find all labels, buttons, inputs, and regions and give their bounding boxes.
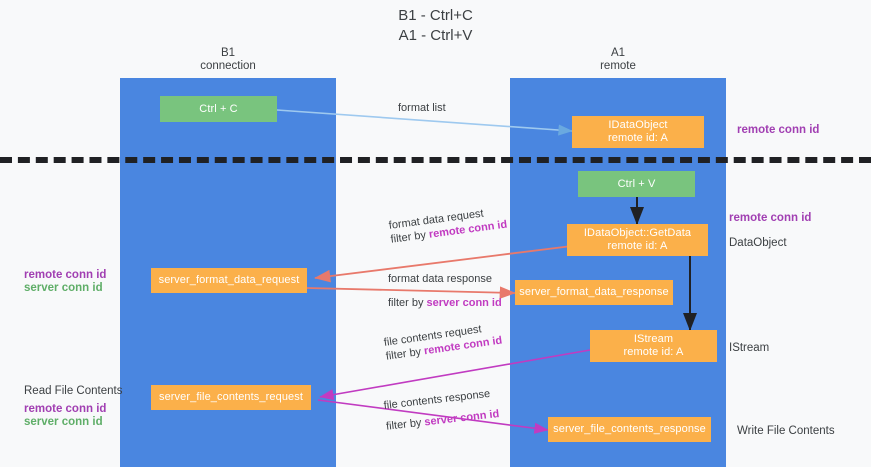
column-caption-b1: B1 connection (200, 47, 256, 72)
annotation-dataobject: DataObject (729, 237, 787, 249)
annotation-left-server-conn-id: server conn id (24, 282, 103, 294)
edge-label-format-data-response: format data response (388, 273, 492, 285)
annotation-left-remote-conn-id: remote conn id (24, 269, 107, 281)
node-server-format-data-response[interactable]: server_format_data_response (515, 280, 673, 305)
edge-file-contents-request (319, 349, 591, 401)
filter-key: server conn id (426, 297, 502, 309)
annotation-read-file-contents: Read File Contents (24, 385, 123, 397)
edge-label-format-list: format list (398, 102, 446, 114)
column-caption-a1: A1 remote (600, 47, 636, 72)
edge-label-format-data-response-filter: filter by server conn id (388, 296, 502, 310)
annotation-left-server-conn-id-2: server conn id (24, 416, 103, 428)
node-server-file-contents-response[interactable]: server_file_contents_response (548, 417, 711, 442)
node-server-file-contents-request[interactable]: server_file_contents_request (151, 385, 311, 410)
node-idataobject-getdata[interactable]: IDataObject::GetData remote id: A (567, 224, 708, 256)
edge-format-list (276, 109, 573, 136)
edge-label-format-data-response-group: format data response filter by server co… (388, 272, 502, 310)
edge-format-data-response (306, 286, 516, 299)
edge-format-data-request (314, 245, 573, 283)
filter-prefix: filter by (388, 297, 427, 309)
annotation-remote-conn-id-top: remote conn id (737, 124, 820, 136)
edge-file-contents-response (317, 399, 549, 434)
section-divider (0, 157, 871, 163)
annotation-left-remote-conn-id-2: remote conn id (24, 403, 107, 415)
annotation-write-file-contents: Write File Contents (737, 425, 835, 437)
page-title: B1 - Ctrl+C A1 - Ctrl+V (398, 7, 473, 44)
annotation-remote-conn-id-mid: remote conn id (729, 212, 812, 224)
annotation-istream: IStream (729, 342, 770, 354)
node-istream[interactable]: IStream remote id: A (590, 330, 717, 362)
node-ctrl-v[interactable]: Ctrl + V (578, 171, 695, 197)
node-idataobject[interactable]: IDataObject remote id: A (572, 116, 704, 148)
node-server-format-data-request[interactable]: server_format_data_request (151, 268, 307, 293)
node-ctrl-c[interactable]: Ctrl + C (160, 96, 277, 122)
